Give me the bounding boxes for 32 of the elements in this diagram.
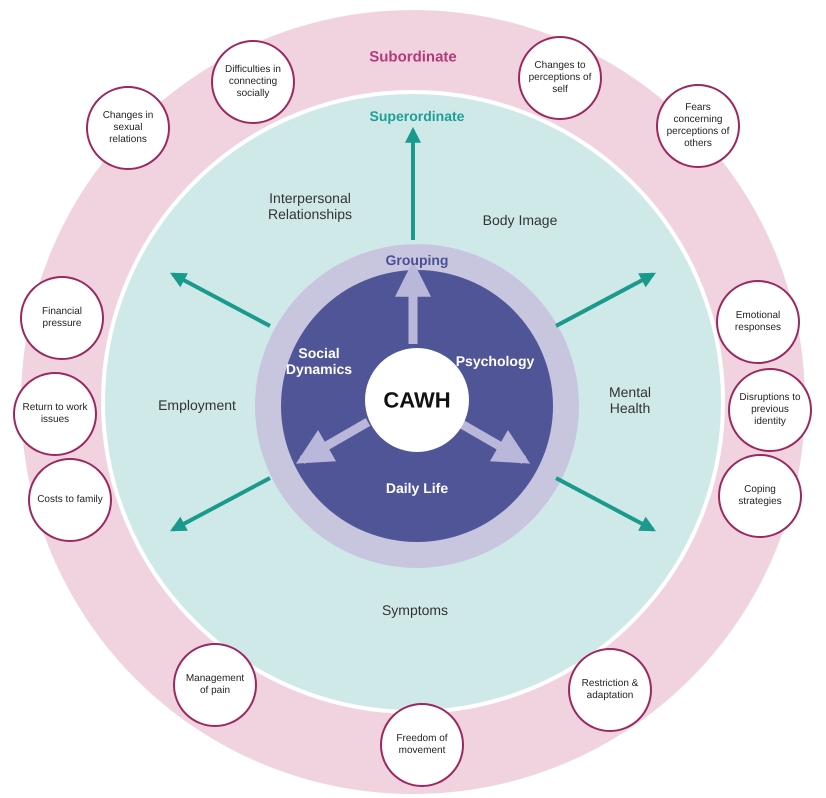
- theme-circle: Fears concerning perceptions of others: [656, 84, 740, 168]
- theme-circle: Changes to perceptions of self: [518, 36, 602, 120]
- center-label: CAWH: [383, 387, 451, 413]
- theme-circle: Freedom of movement: [380, 703, 464, 787]
- ring-title: Grouping: [386, 252, 448, 268]
- theme-circle: Management of pain: [173, 643, 257, 727]
- group-label: Daily Life: [386, 480, 448, 496]
- theme-circle: Disruptions to previous identity: [728, 368, 812, 452]
- group-label: Social Dynamics: [284, 344, 354, 378]
- arrow: [555, 272, 656, 328]
- arrow: [170, 476, 271, 532]
- theme-label: Mental Health: [608, 384, 652, 416]
- theme-circle: Difficulties in connecting socially: [211, 40, 295, 124]
- arrow: [555, 476, 656, 532]
- arrow: [405, 126, 421, 240]
- arrow: [296, 418, 370, 464]
- ring-title: Subordinate: [369, 48, 457, 66]
- theme-label: Employment: [157, 396, 237, 414]
- arrow: [170, 272, 271, 328]
- theme-label: Symptoms: [380, 602, 450, 618]
- theme-circle: Return to work issues: [13, 372, 97, 456]
- theme-label: Body Image: [482, 212, 558, 228]
- theme-circle: Financial pressure: [20, 276, 104, 360]
- theme-circle: Emotional responses: [716, 280, 800, 364]
- arrow: [395, 260, 431, 344]
- theme-circle: Restriction & adaptation: [568, 648, 652, 732]
- theme-circle: Changes in sexual relations: [86, 86, 170, 170]
- theme-circle: Coping strategies: [718, 454, 802, 538]
- group-label: Psychology: [456, 352, 534, 370]
- theme-label: Interpersonal Relationships: [266, 190, 354, 222]
- theme-circle: Costs to family: [28, 458, 112, 542]
- ring-title: Superordinate: [370, 108, 464, 124]
